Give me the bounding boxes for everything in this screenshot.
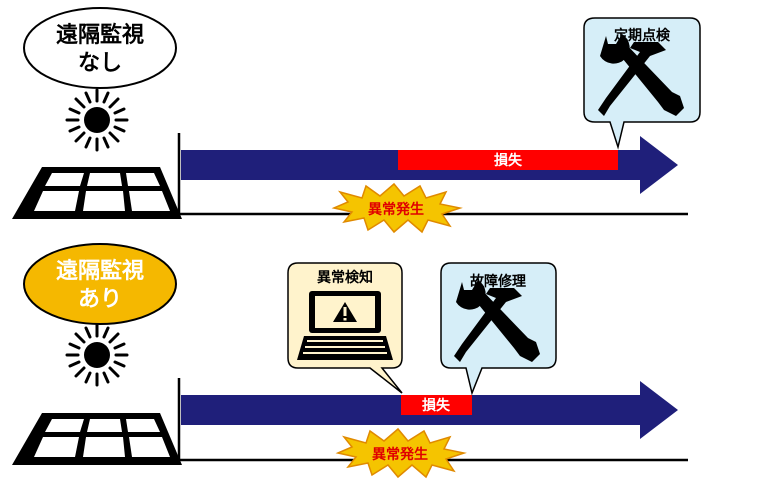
with-monitoring-label-line2: あり — [78, 287, 122, 312]
loss-label: 損失 — [422, 397, 451, 414]
with-monitoring-badge — [23, 243, 177, 325]
top-case: 遠隔監視 なし 損失 異常発生 定期点検 — [12, 7, 701, 233]
anomaly-label: 異常発生 — [368, 201, 424, 218]
repair-title: 故障修理 — [470, 273, 526, 290]
solar-panel-icon — [12, 413, 182, 465]
loss-label: 損失 — [494, 152, 523, 169]
anomaly-label: 異常発生 — [372, 446, 428, 463]
bottom-case: 遠隔監視 あり 損失 異常発生 異常検知 — [12, 243, 688, 478]
laptop-warning-icon — [297, 291, 393, 360]
solar-panel-icon — [12, 167, 182, 219]
loss-bar — [401, 395, 472, 415]
sun-icon — [65, 323, 129, 387]
no-monitoring-label-line1: 遠隔監視 — [56, 22, 144, 48]
sun-icon — [65, 88, 129, 152]
with-monitoring-label-line1: 遠隔監視 — [56, 258, 144, 284]
no-monitoring-label-line2: なし — [78, 51, 122, 76]
no-monitoring-badge — [23, 7, 177, 89]
detection-callout: 異常検知 — [287, 262, 403, 394]
inspection-title: 定期点検 — [614, 27, 671, 44]
repair-callout: 故障修理 — [440, 262, 557, 396]
detection-title: 異常検知 — [317, 269, 373, 286]
inspection-callout: 定期点検 — [583, 17, 701, 150]
loss-bar — [398, 150, 618, 170]
